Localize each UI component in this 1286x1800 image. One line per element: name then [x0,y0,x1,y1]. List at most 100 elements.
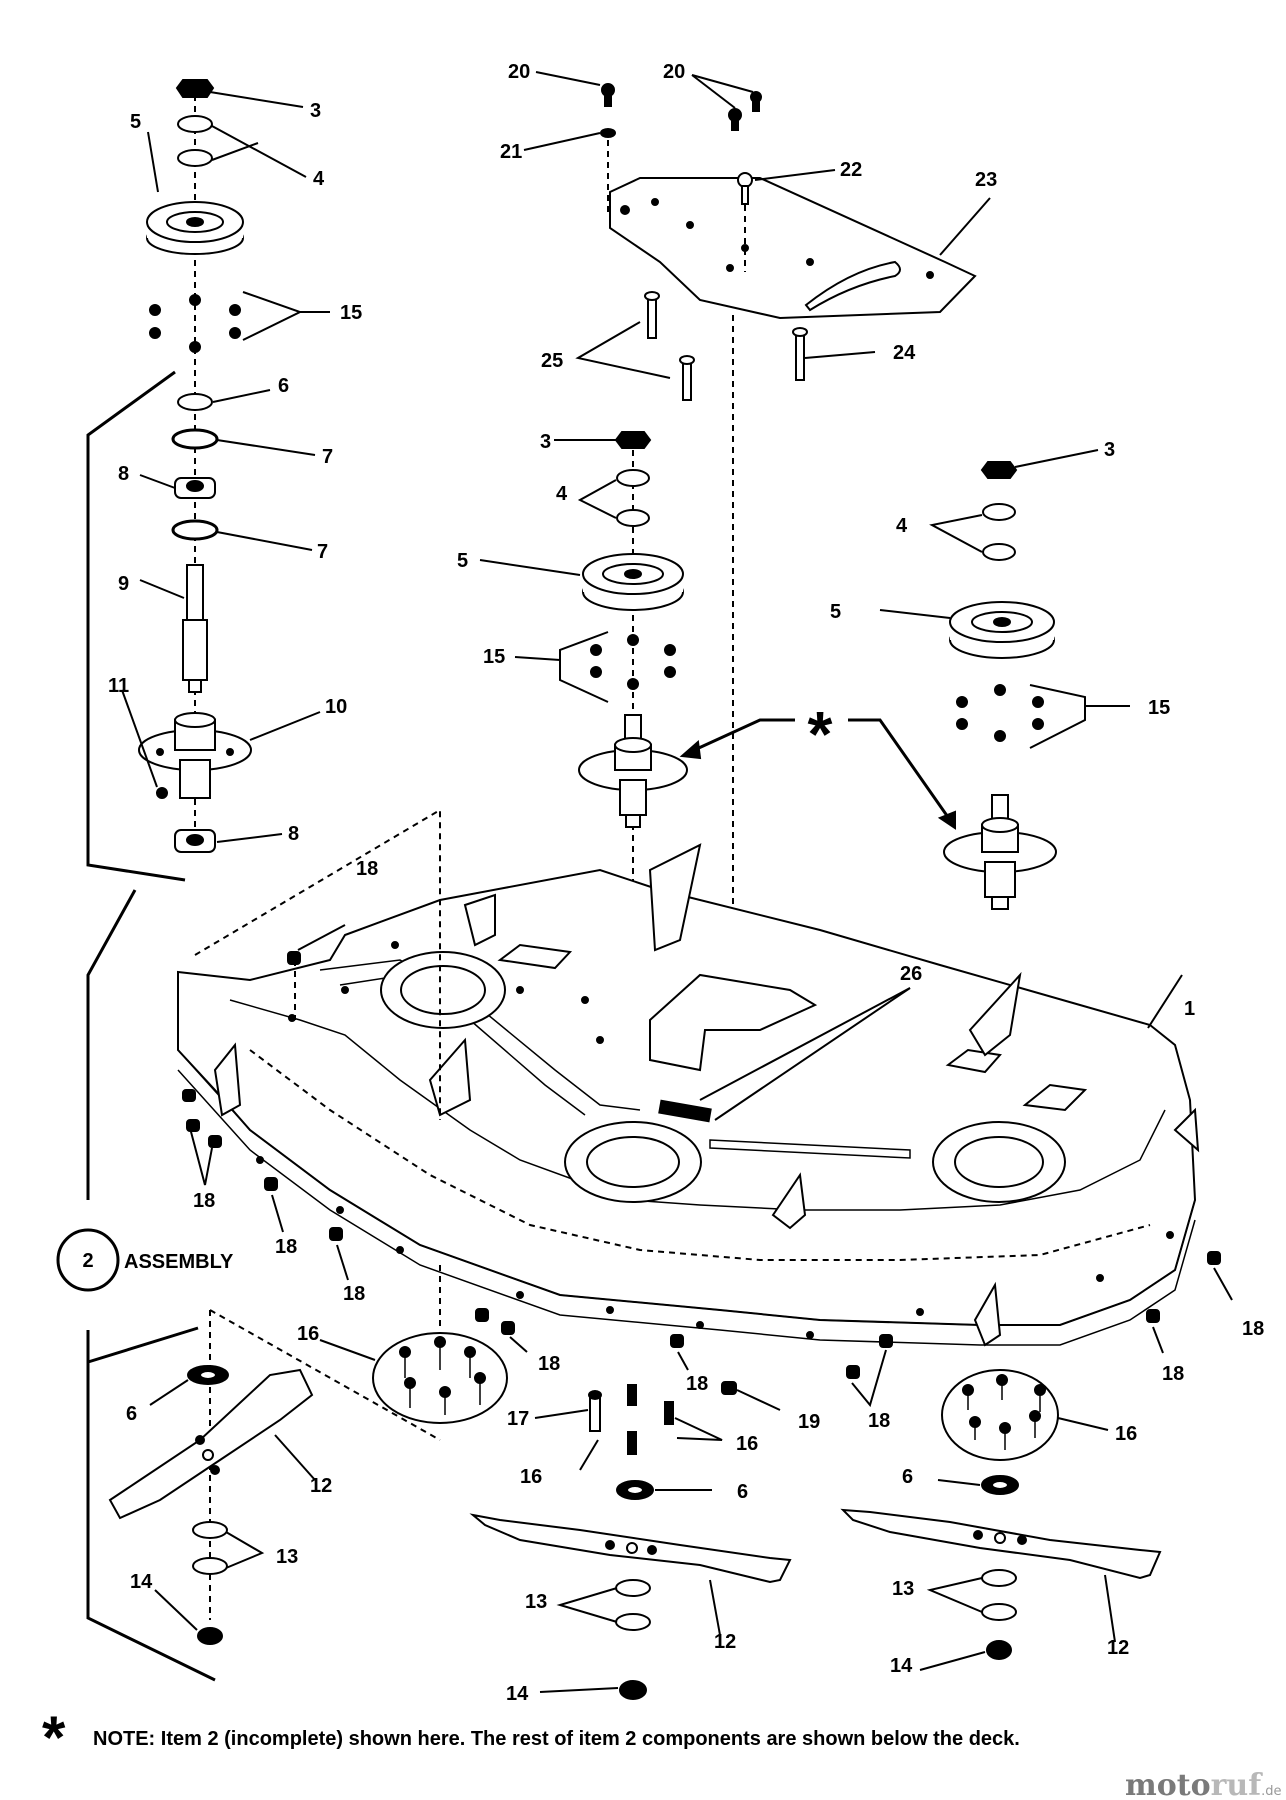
callout-26: 26 [900,963,922,985]
washer-4-left-upper [177,115,213,133]
assembly-label: ASSEMBLY [124,1251,234,1273]
asterisk-mark: * [808,698,833,770]
callout-9: 9 [118,573,129,595]
bolts-15-left [149,294,241,353]
callout-6-deck: 6 [278,375,289,397]
washer-4-left-lower [177,149,213,167]
pulley-5-center [582,553,684,611]
nuts-18 [182,924,1233,1411]
note-asterisk: * [42,1704,66,1771]
note: * NOTE: Item 2 (incomplete) shown here. … [42,1704,1020,1771]
pulley-5-left [146,201,244,255]
callout-8-lower: 8 [288,823,299,845]
callout-16-left: 16 [297,1323,319,1345]
callout-6-left: 6 [126,1403,137,1425]
watermark-logo: motoruf.de [1125,1768,1282,1800]
left-blade-assembly [108,1365,316,1645]
fitting-11-left [156,787,168,799]
callout-18-leftpair: 18 [193,1190,215,1212]
callout-5-right: 5 [830,601,841,623]
callout-21: 21 [500,141,522,163]
center-blade-assembly [469,1480,792,1700]
housing-10-left [138,712,252,799]
callout-18-centerright: 18 [868,1410,890,1432]
callout-18-right1: 18 [1162,1363,1184,1385]
center-spindle-stack [578,315,734,1190]
callout-11: 11 [108,675,129,697]
callout-18-left2: 18 [275,1236,297,1258]
assembly-circle [56,1228,120,1292]
callout-14-center: 14 [506,1683,529,1705]
callout-15-right: 15 [1148,697,1170,719]
ring-7-left-upper [171,428,219,450]
callout-18-right2: 18 [1242,1318,1264,1340]
callout-5-left: 5 [130,111,141,133]
callout-4-right: 4 [896,515,908,537]
right-blade-assembly [840,1475,1162,1671]
callout-1: 1 [1184,998,1195,1020]
callout-17: 17 [507,1408,529,1430]
logo-suffix: .de [1261,1784,1281,1799]
logo-part2: ruf [1211,1768,1264,1800]
callout-12-right: 12 [1107,1637,1129,1659]
callout-16-center-left: 16 [520,1466,542,1488]
callout-20-right: 20 [663,61,685,83]
callout-7-lower: 7 [317,541,328,563]
bearing-8-left-upper [174,477,216,499]
callout-4-center: 4 [556,483,568,505]
callout-8-upper: 8 [118,463,129,485]
left-stack-leaders [121,91,330,843]
logo-part1: moto [1125,1768,1211,1800]
bolt-group-16-right [941,1369,1109,1461]
spindle-right [943,794,1057,910]
svg-text:motoruf.de: motoruf.de [1125,1768,1282,1800]
callout-15-left: 15 [340,302,362,324]
callout-13-left: 13 [276,1546,298,1568]
callout-16-center-right: 16 [736,1433,758,1455]
callout-23: 23 [975,169,997,191]
callout-2: 2 [82,1250,93,1272]
callout-16-right: 16 [1115,1423,1137,1445]
center-below-hardware [534,1384,723,1471]
callout-25: 25 [541,350,563,372]
ring-7-left-lower [171,519,219,541]
deck-guide-lower [209,1309,441,1441]
callout-13-right: 13 [892,1578,914,1600]
nut-3-left [175,79,215,98]
callout-19: 19 [798,1411,820,1433]
pulley-5-right [949,601,1055,659]
callout-24: 24 [893,342,916,364]
callout-3-left: 3 [310,100,321,122]
callout-18-left3: 18 [343,1283,365,1305]
callout-13-center: 13 [525,1591,547,1613]
right-spindle-stack [879,449,1130,910]
callout-6-center: 6 [737,1481,748,1503]
shaft-9-left [182,564,208,693]
washer-6-left [177,393,213,411]
deck-holes [256,941,1174,1339]
callout-12-left: 12 [310,1475,332,1497]
callout-6-right: 6 [902,1466,913,1488]
callouts: 1 3 3 3 4 4 4 5 5 5 6 6 6 6 7 7 8 8 9 10… [108,61,1264,1705]
callout-18-left4: 18 [538,1353,560,1375]
callout-7-upper: 7 [322,446,333,468]
center-top-plate [609,177,977,320]
asterisk-pointers: * [679,698,956,830]
bolt-group-16-left [319,1332,508,1424]
bearing-8-left-lower [174,829,216,853]
left-spindle-stack [138,79,252,853]
callout-22: 22 [840,159,862,181]
spindle-center [578,714,688,828]
callout-15-center: 15 [483,646,505,668]
bolts-15-center [590,634,676,690]
center-top-hardware [600,83,808,401]
center-leaders [479,71,991,703]
callout-14-right: 14 [890,1655,913,1677]
callout-18-center: 18 [686,1373,708,1395]
callout-12-center: 12 [714,1631,736,1653]
callout-14-left: 14 [130,1571,153,1593]
note-text: NOTE: Item 2 (incomplete) shown here. Th… [93,1728,1020,1750]
callout-3-center: 3 [540,431,551,453]
callout-18-top: 18 [356,858,378,880]
